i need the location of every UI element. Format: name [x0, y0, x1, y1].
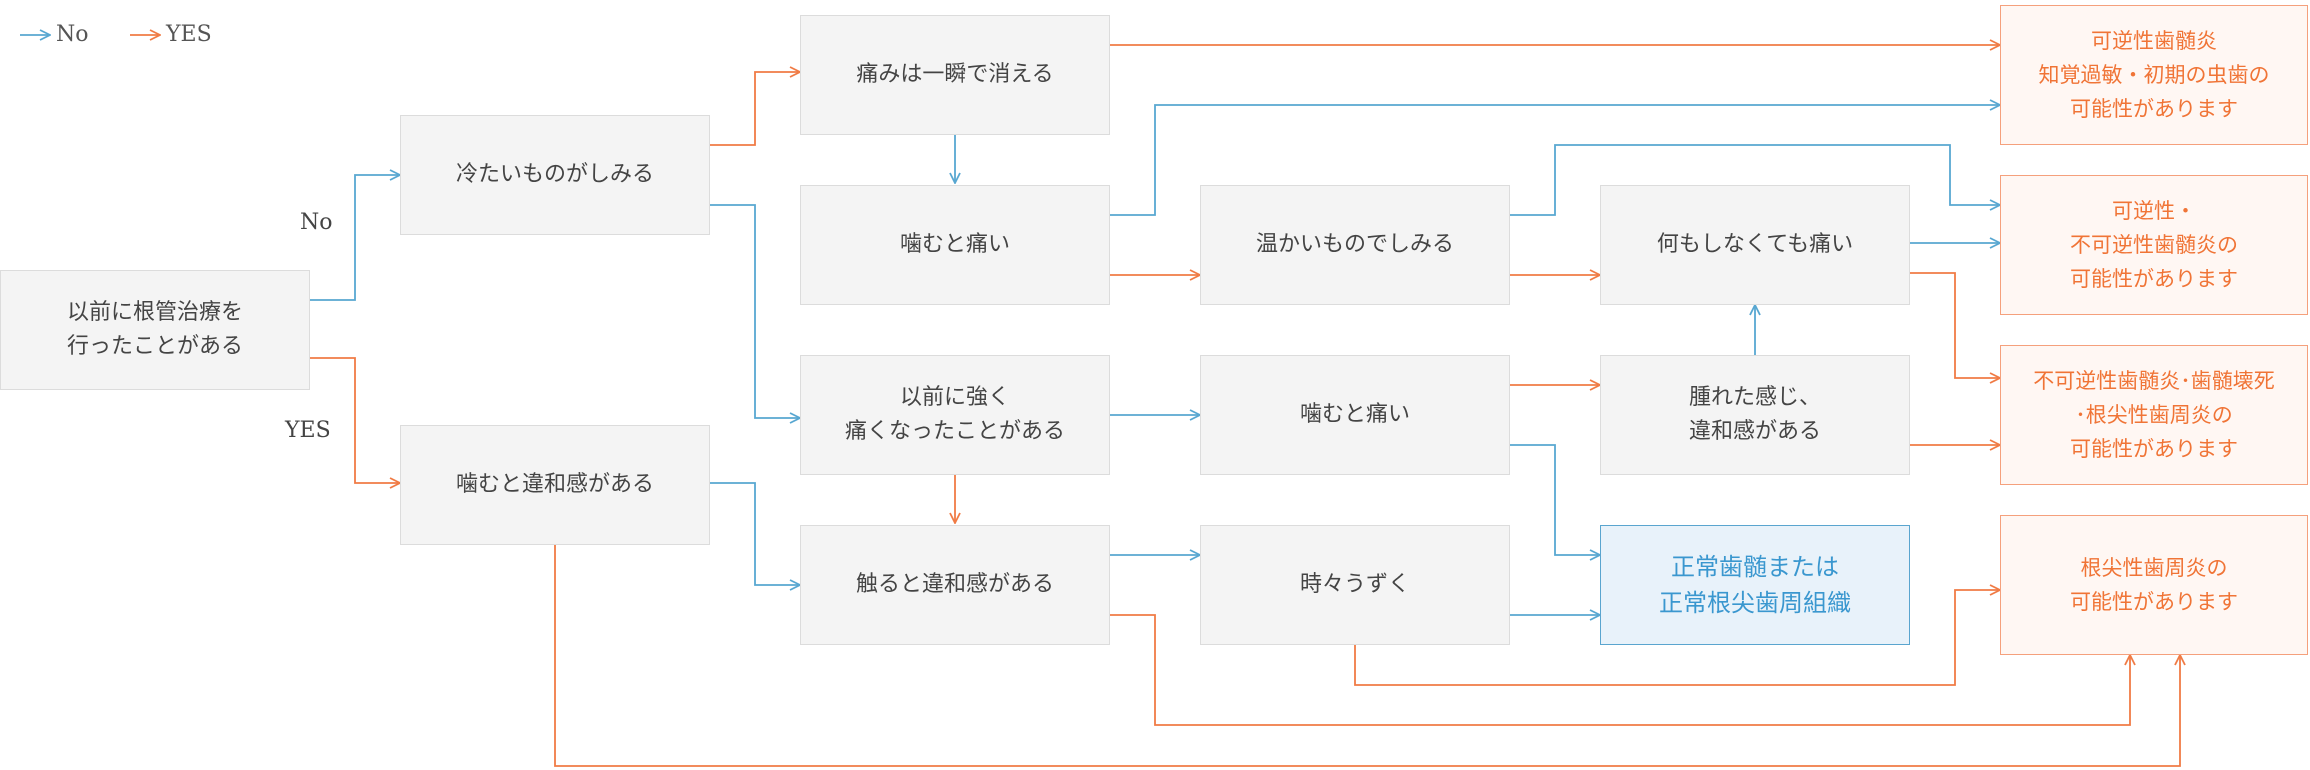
- edge-chew1-r1: [1110, 105, 2000, 216]
- edge-start-chew: [310, 357, 400, 483]
- edge-chew-r4: [554, 545, 2180, 767]
- node-throb: 時々うずく: [1200, 525, 1510, 645]
- edge-throb-r4: [1354, 590, 2000, 686]
- branch-label-no: No: [300, 210, 333, 235]
- node-normal: 正常歯髄または 正常根尖歯周組織: [1600, 525, 1910, 645]
- edge-cold-strong: [710, 204, 800, 418]
- edge-start-cold: [310, 175, 400, 301]
- node-strong-pain-before: 以前に強く 痛くなったことがある: [800, 355, 1110, 475]
- node-swelling: 腫れた感じ、 違和感がある: [1600, 355, 1910, 475]
- edge-chew2-normal: [1510, 444, 1600, 555]
- result-reversible-irreversible-pulpitis: 可逆性・ 不可逆性歯髄炎の 可能性があります: [2000, 175, 2308, 315]
- result-apical-periodontitis: 根尖性歯周炎の 可能性があります: [2000, 515, 2308, 655]
- edge-touch-r4: [1110, 614, 2130, 726]
- node-touch-discomfort: 触ると違和感がある: [800, 525, 1110, 645]
- legend-yes-label: YES: [166, 22, 212, 47]
- node-chew-pain-2: 噛むと痛い: [1200, 355, 1510, 475]
- node-spontaneous-pain: 何もしなくても痛い: [1600, 185, 1910, 305]
- edge-cold-instant: [710, 72, 800, 146]
- result-reversible-pulpitis: 可逆性歯髄炎 知覚過敏・初期の虫歯の 可能性があります: [2000, 5, 2308, 145]
- edge-chew-touch: [710, 482, 800, 585]
- node-cold: 冷たいものがしみる: [400, 115, 710, 235]
- node-warm: 温かいものでしみる: [1200, 185, 1510, 305]
- legend-no-label: No: [56, 22, 89, 47]
- edge-spont-r3: [1910, 272, 2000, 378]
- branch-label-yes: YES: [285, 418, 331, 443]
- node-start: 以前に根管治療を 行ったことがある: [0, 270, 310, 390]
- node-chew-pain-1: 噛むと痛い: [800, 185, 1110, 305]
- node-chew-discomfort: 噛むと違和感がある: [400, 425, 710, 545]
- result-irreversible-necrosis-periodontitis: 不可逆性歯髄炎･歯髄壊死 ･根尖性歯周炎の 可能性があります: [2000, 345, 2308, 485]
- node-pain-instant: 痛みは一瞬で消える: [800, 15, 1110, 135]
- edge-warm-r2: [1510, 144, 2000, 216]
